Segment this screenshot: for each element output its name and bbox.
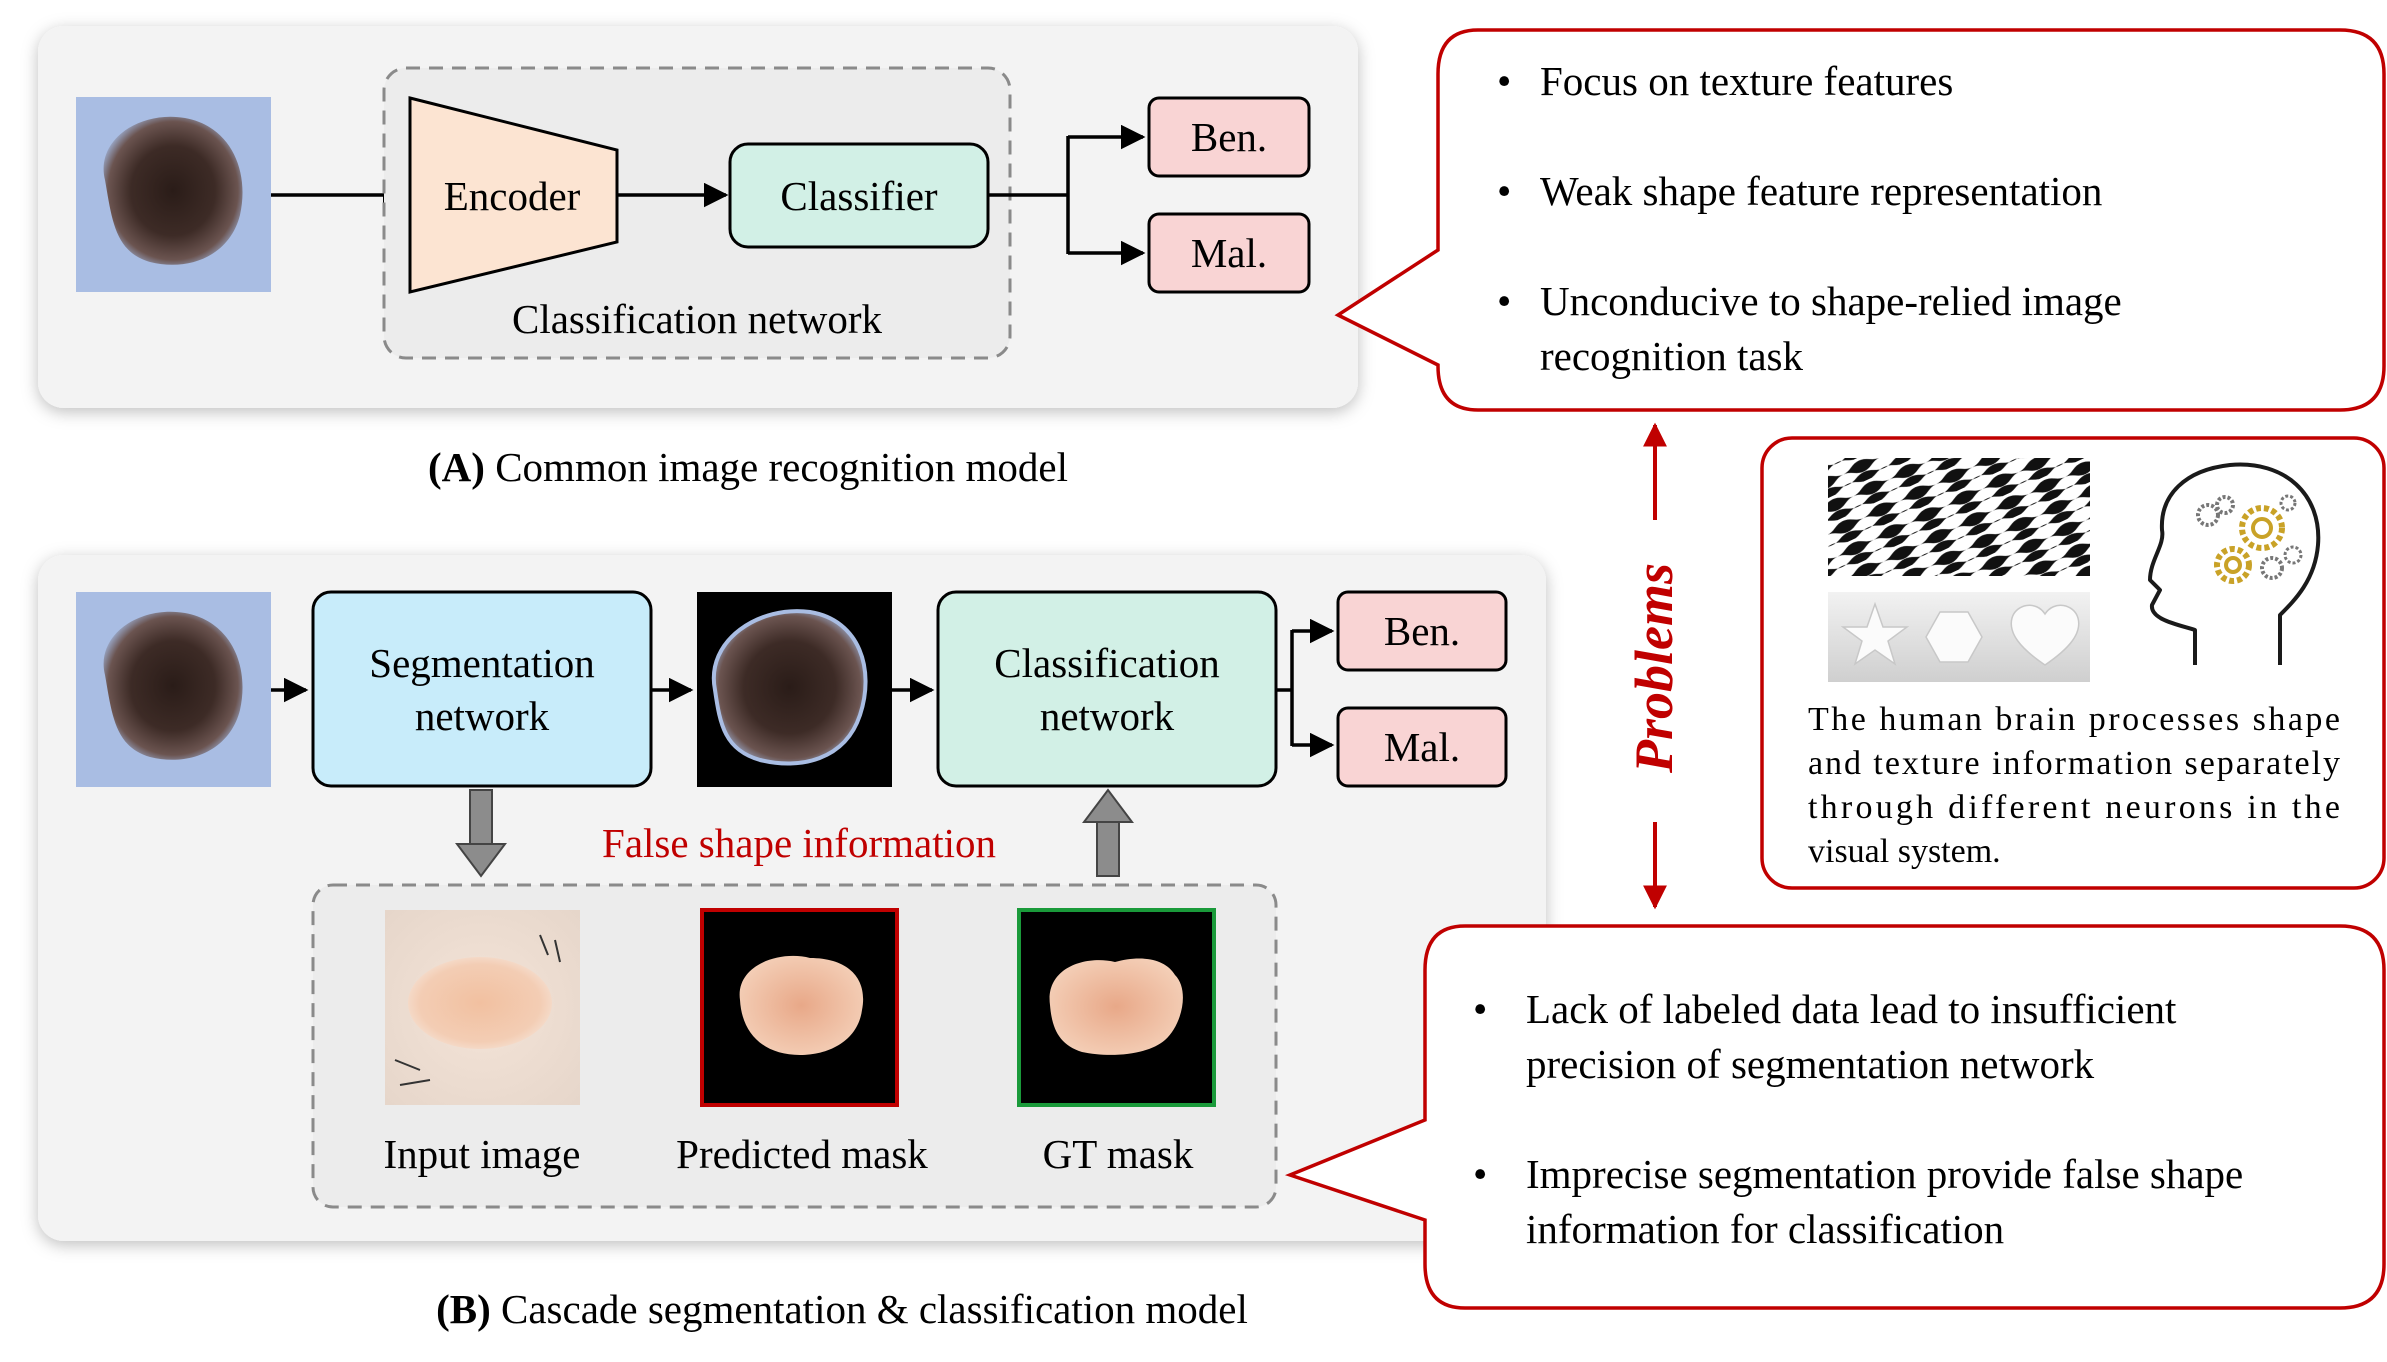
callout-a-bullet-3-line1: Unconducive to shape-relied image (1540, 278, 2122, 324)
callout-b-bullet-2-dot: • (1473, 1151, 1487, 1197)
lesion-image-b (76, 592, 271, 787)
input-image-caption: Input image (384, 1131, 581, 1177)
callout-a-bullet-1: Focus on texture features (1540, 58, 1953, 104)
down-block-arrow (455, 789, 507, 878)
panel-b-caption-text: Cascade segmentation & classification mo… (501, 1286, 1248, 1332)
malignant-label-b: Mal. (1384, 724, 1460, 770)
gt-mask-thumbnail (1017, 908, 1216, 1107)
benign-label-a: Ben. (1191, 114, 1267, 160)
benign-output-b (1336, 590, 1508, 672)
callout-b-bullet-2-line2: information for classification (1526, 1206, 2004, 1252)
star-icon (1840, 601, 1910, 666)
classification-network-caption: Classification network (512, 296, 883, 342)
segmentation-label-line1: Segmentation (369, 640, 594, 686)
classifier-split-lines (988, 136, 1070, 254)
predicted-mask-caption: Predicted mask (676, 1131, 928, 1177)
benign-label-b: Ben. (1384, 608, 1460, 654)
segmentation-network-box (311, 590, 653, 788)
brain-text-line3: through different neurons in the (1808, 789, 2340, 826)
panel-a-caption-text: Common image recognition model (495, 444, 1068, 490)
panel-a-caption-prefix: (A) (428, 444, 485, 490)
brain-text-line4: visual system. (1808, 833, 2001, 870)
malignant-output-a (1147, 212, 1311, 294)
shape-tiles-image (1828, 592, 2090, 682)
classification-network-box (936, 590, 1278, 788)
input-image-thumbnail (385, 910, 580, 1105)
segmentation-label-line2: network (415, 693, 550, 739)
callout-a-bullet-3-dot: • (1497, 278, 1511, 324)
classification-label-line1: Classification (994, 640, 1219, 686)
panel-b-caption-prefix: (B) (436, 1286, 491, 1332)
classification-split-lines (1276, 630, 1294, 746)
callout-b-bubble (1284, 924, 2386, 1310)
encoder-label: Encoder (444, 173, 581, 219)
classification-label-line2: network (1040, 693, 1175, 739)
false-shape-information: False shape information (602, 820, 996, 866)
predicted-mask-thumbnail (700, 908, 899, 1107)
callout-b-bullet-1-dot: • (1473, 986, 1487, 1032)
panel-b-caption-spacer (491, 1286, 501, 1332)
classifier-label: Classifier (780, 173, 937, 219)
callout-a-bullet-2: Weak shape feature representation (1540, 168, 2102, 214)
benign-output-a (1147, 96, 1311, 178)
malignant-label-a: Mal. (1191, 230, 1267, 276)
malignant-output-b (1336, 706, 1508, 788)
problems-label: Problems (1624, 563, 1684, 774)
callout-b-bullet-2-line1: Imprecise segmentation provide false sha… (1526, 1151, 2243, 1197)
callout-b-bullet-1-line1: Lack of labeled data lead to insufficien… (1526, 986, 2177, 1032)
texture-zebra-image (1828, 458, 2090, 576)
encoder-trapezoid (408, 96, 619, 294)
brain-gears-icon (2148, 462, 2321, 665)
panel-a-caption-spacer (485, 444, 495, 490)
heart-icon (2010, 604, 2080, 666)
masked-lesion-image (697, 592, 892, 787)
panel-b-caption: (B) Cascade segmentation & classificatio… (436, 1286, 1248, 1332)
callout-a-bubble (1334, 28, 2386, 412)
panel-a-caption: (A) Common image recognition model (428, 444, 1068, 490)
gt-mask-caption: GT mask (1043, 1131, 1194, 1177)
lesion-image-a (76, 97, 271, 292)
brain-text-line1: The human brain processes shape (1808, 701, 2340, 738)
callout-a-bullet-1-dot: • (1497, 58, 1511, 104)
brain-text-line2: and texture information separately (1808, 745, 2340, 782)
callout-a-bullet-2-dot: • (1497, 168, 1511, 214)
hexagon-icon (1925, 611, 1983, 663)
up-block-arrow (1082, 788, 1134, 877)
callout-a-bullet-3-line2: recognition task (1540, 333, 1804, 379)
callout-b-bullet-1-line2: precision of segmentation network (1526, 1041, 2095, 1087)
